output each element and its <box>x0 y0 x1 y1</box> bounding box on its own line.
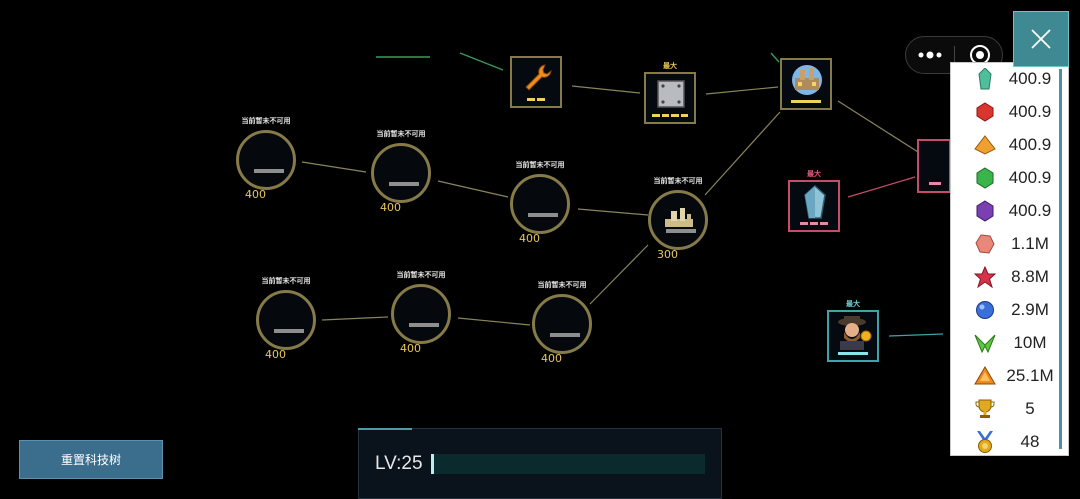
resource-value: 8.8M <box>1011 267 1049 286</box>
node-status-label: 当前暂未不可用 <box>515 161 565 169</box>
factory-icon <box>665 208 693 227</box>
node-level-pips <box>518 98 554 101</box>
node-max-label: 最大 <box>846 300 860 308</box>
resource-row: 1.1M <box>951 229 1061 259</box>
resource-row: 400.9 <box>951 130 1061 160</box>
medal-icon <box>971 431 999 453</box>
node-level-pips <box>788 100 824 103</box>
resource-value: 400.9 <box>1008 201 1052 220</box>
green-leaf-icon <box>971 332 999 354</box>
tech-node-locked[interactable]: 当前暂未不可用 400 <box>391 271 451 355</box>
reset-tech-tree-button[interactable]: 重置科技树 <box>19 440 163 479</box>
resource-row: 10M <box>951 328 1061 358</box>
resource-value: 400.9 <box>1008 168 1052 187</box>
resource-value: 5 <box>1025 399 1035 418</box>
resource-panel[interactable]: 400.9 400.9 400.9 400.9 400.9 1.1M 8.8 <box>950 62 1069 456</box>
node-max-label: 最大 <box>807 170 821 178</box>
node-progress-bar <box>274 329 304 333</box>
close-button[interactable] <box>1013 11 1069 67</box>
level-label: LV:25 <box>375 453 423 474</box>
tech-node-locked[interactable]: 当前暂未不可用 400 <box>532 281 592 365</box>
crystal-icon <box>804 185 826 219</box>
node-status-label: 当前暂未不可用 <box>653 177 703 185</box>
close-icon <box>1031 29 1051 49</box>
resource-scrollbar[interactable] <box>1059 69 1062 449</box>
pink-ore-icon <box>971 233 999 255</box>
resource-value: 400.9 <box>1008 135 1052 154</box>
tech-node-factory-building[interactable] <box>780 58 832 110</box>
level-panel: LV:25 <box>358 428 722 499</box>
orange-pile-icon <box>971 365 999 387</box>
resource-value: 2.9M <box>1011 300 1049 319</box>
resource-row: 400.9 <box>951 64 1061 94</box>
node-cost: 400 <box>380 201 401 214</box>
resource-value: 1.1M <box>1011 234 1049 253</box>
blue-orb-icon <box>971 299 999 321</box>
resource-row: 400.9 <box>951 196 1061 226</box>
resource-row: 48 <box>951 427 1061 457</box>
tech-node-factory[interactable]: 当前暂未不可用 300 <box>648 177 708 261</box>
trophy-icon <box>971 398 999 420</box>
tech-node-hunter[interactable]: 最大 <box>827 300 879 362</box>
wrench-icon <box>525 64 552 91</box>
level-progress-fill <box>431 454 434 474</box>
resource-row: 2.9M <box>951 295 1061 325</box>
resource-value: 10M <box>1013 333 1047 352</box>
node-status-label: 当前暂未不可用 <box>241 117 291 125</box>
node-cost: 400 <box>519 232 540 245</box>
node-status-label: 当前暂未不可用 <box>261 277 311 285</box>
resource-row: 400.9 <box>951 163 1061 193</box>
tech-node-plate[interactable]: 最大 <box>644 62 696 124</box>
node-cost: 400 <box>541 352 562 365</box>
resource-row: 25.1M <box>951 361 1061 391</box>
node-cost: 300 <box>657 248 678 261</box>
metal-plate-icon <box>657 80 685 108</box>
tech-node-locked[interactable]: 当前暂未不可用 400 <box>236 117 296 201</box>
resource-row: 400.9 <box>951 97 1061 127</box>
tech-node-locked[interactable]: 当前暂未不可用 400 <box>256 277 316 361</box>
resource-value: 25.1M <box>1006 366 1054 385</box>
resource-value: 400.9 <box>1008 102 1052 121</box>
node-progress-bar <box>389 182 419 186</box>
more-menu-button[interactable] <box>906 37 954 73</box>
more-dots-icon <box>918 51 942 59</box>
node-level-pips <box>796 222 832 225</box>
tech-node-crystal[interactable]: 最大 <box>788 170 840 232</box>
hunter-portrait-icon <box>838 316 872 350</box>
factory-building-icon <box>792 65 822 95</box>
node-status-label: 当前暂未不可用 <box>537 281 587 289</box>
teal-crystal-icon <box>971 68 999 90</box>
resource-value: 400.9 <box>1008 69 1052 88</box>
level-progress-track <box>431 454 705 474</box>
resource-row: 8.8M <box>951 262 1061 292</box>
red-star-icon <box>971 266 999 288</box>
tech-node-wrench[interactable] <box>510 56 562 108</box>
node-max-label: 最大 <box>663 62 677 70</box>
orange-gem-icon <box>971 134 999 156</box>
resource-value: 48 <box>1020 432 1040 451</box>
node-cost: 400 <box>265 348 286 361</box>
node-progress-bar <box>254 169 284 173</box>
red-gem-icon <box>971 101 999 123</box>
node-status-label: 当前暂未不可用 <box>376 130 426 138</box>
node-level-pips <box>835 352 871 355</box>
node-progress-bar <box>666 229 696 233</box>
panel-accent <box>358 428 412 430</box>
purple-gem-icon <box>971 200 999 222</box>
tech-node-locked[interactable]: 当前暂未不可用 400 <box>371 130 431 214</box>
tech-node-locked[interactable]: 当前暂未不可用 400 <box>510 161 570 245</box>
node-level-pips <box>652 114 688 117</box>
node-cost: 400 <box>400 342 421 355</box>
node-progress-bar <box>409 323 439 327</box>
node-status-label: 当前暂未不可用 <box>396 271 446 279</box>
node-progress-bar <box>550 333 580 337</box>
green-gem-icon <box>971 167 999 189</box>
node-progress-bar <box>528 213 558 217</box>
node-cost: 400 <box>245 188 266 201</box>
resource-row: 5 <box>951 394 1061 424</box>
